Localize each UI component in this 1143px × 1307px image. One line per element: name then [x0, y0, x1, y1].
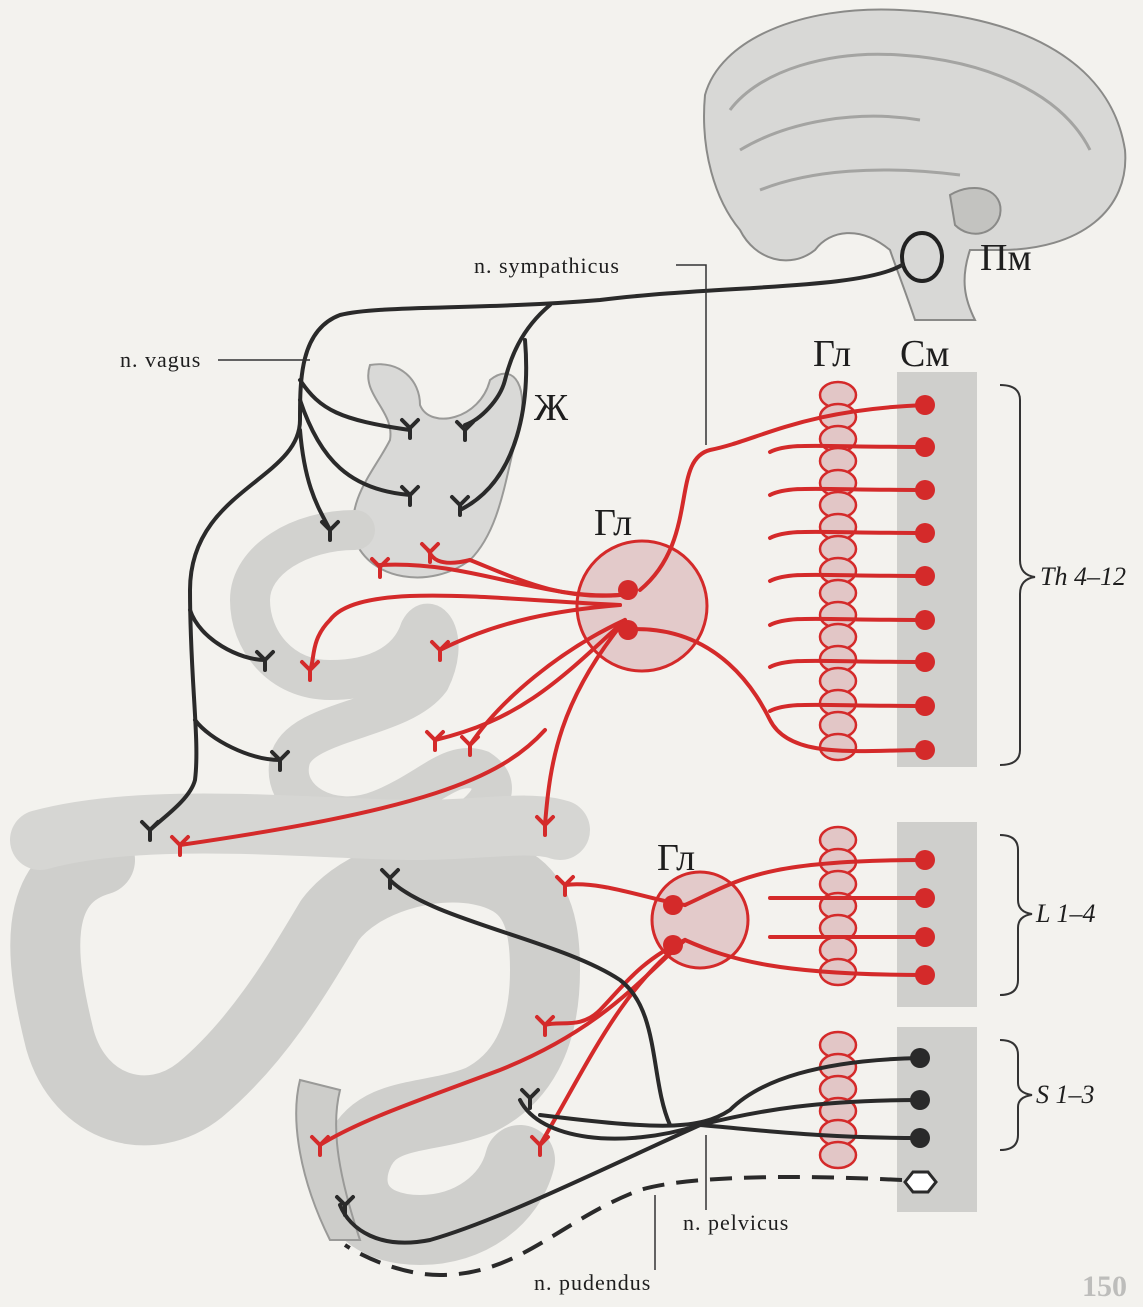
label-brain-stem: Пм [980, 237, 1032, 279]
chain-ganglion [820, 1142, 856, 1168]
label-stomach: Ж [534, 387, 569, 429]
thoracic-neuron [915, 740, 935, 760]
thoracic-neuron [915, 696, 935, 716]
label-n-sympathicus: n. sympathicus [474, 253, 620, 278]
lumbar-neuron [915, 888, 935, 908]
sympathetic-terminal [427, 732, 443, 750]
lumbar-neuron [915, 850, 935, 870]
thoracic-neuron [915, 395, 935, 415]
thoracic-neuron [915, 566, 935, 586]
colon-shape [45, 860, 545, 1230]
thoracic-neuron [915, 523, 935, 543]
spinal-cord-lumbar [897, 822, 977, 1007]
label-ganglion-chain: Гл [813, 333, 851, 375]
sacral-neuron [910, 1090, 930, 1110]
thoracic-neuron [915, 480, 935, 500]
thoracic-neuron [915, 437, 935, 457]
sympathetic-trunk-chain [820, 382, 856, 1168]
ganglion-neuron [663, 935, 683, 955]
pudendal-motor-neuron [905, 1172, 936, 1192]
segment-braces [1000, 385, 1035, 1150]
sacral-parasympathetic-neurons [910, 1048, 930, 1148]
label-n-pudendus: n. pudendus [534, 1270, 651, 1295]
ganglion-neuron [618, 620, 638, 640]
label-ganglion-lower: Гл [657, 837, 695, 879]
ganglion-neuron [618, 580, 638, 600]
brain-illustration [704, 10, 1125, 320]
label-segment-sacral: S 1–3 [1036, 1080, 1095, 1109]
page-number: 150 [1082, 1270, 1127, 1303]
sacral-neuron [910, 1128, 930, 1148]
label-segment-thoracic: Th 4–12 [1040, 562, 1126, 591]
label-n-pelvicus: n. pelvicus [683, 1210, 789, 1235]
label-spinal-cord: См [900, 333, 949, 375]
lumbar-neuron [915, 965, 935, 985]
thoracic-neuron [915, 610, 935, 630]
lumbar-neuron [915, 927, 935, 947]
sacral-neuron [910, 1048, 930, 1068]
thoracic-neuron [915, 652, 935, 672]
chain-ganglion [820, 734, 856, 760]
label-n-vagus: n. vagus [120, 347, 201, 372]
ganglion-neuron [663, 895, 683, 915]
label-segment-lumbar: L 1–4 [1035, 899, 1096, 928]
duodenum-shape [250, 530, 492, 840]
label-ganglion-upper: Гл [594, 502, 632, 544]
